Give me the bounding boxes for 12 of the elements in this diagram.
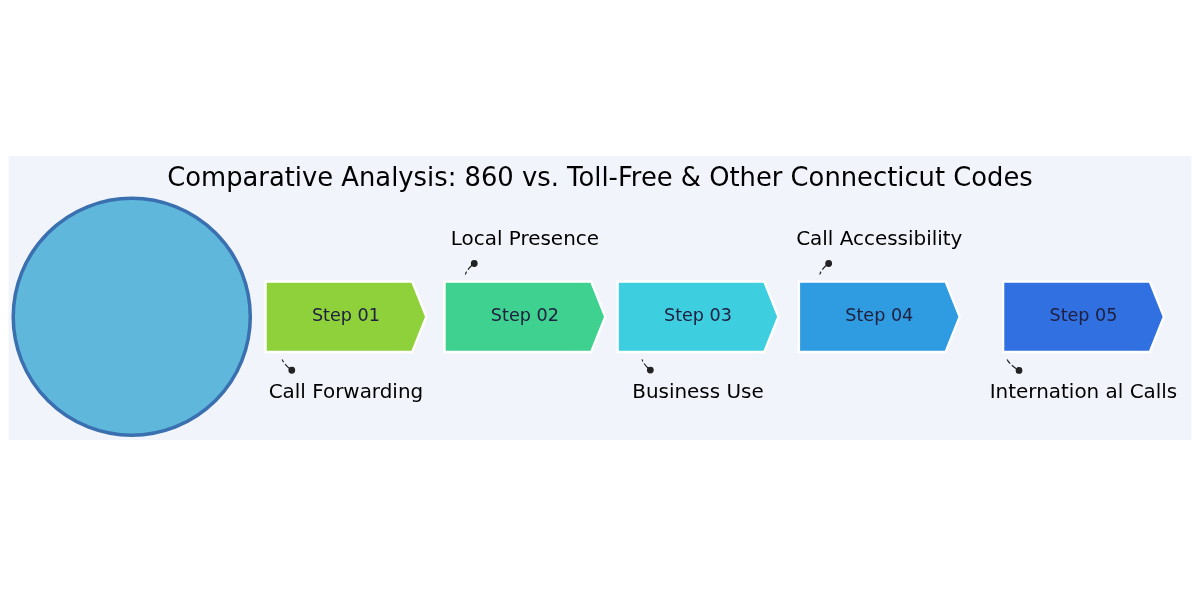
- connector: [281, 358, 296, 374]
- connector: [819, 260, 833, 276]
- node-text: Call Accessibility: [796, 226, 963, 251]
- node-text: Local Presence: [450, 226, 600, 251]
- node-text: Call Forwarding: [268, 378, 424, 403]
- connector: [1006, 358, 1023, 374]
- connector: [464, 260, 478, 276]
- node-text: Internation al Calls: [989, 378, 1178, 403]
- connector: [641, 358, 654, 374]
- node-text: Business Use: [632, 378, 764, 403]
- diagram-title: Comparative Analysis: 860 vs. Toll-Free & Other Connecticut Codes: [167, 162, 1033, 193]
- node-circle: [11, 196, 253, 438]
